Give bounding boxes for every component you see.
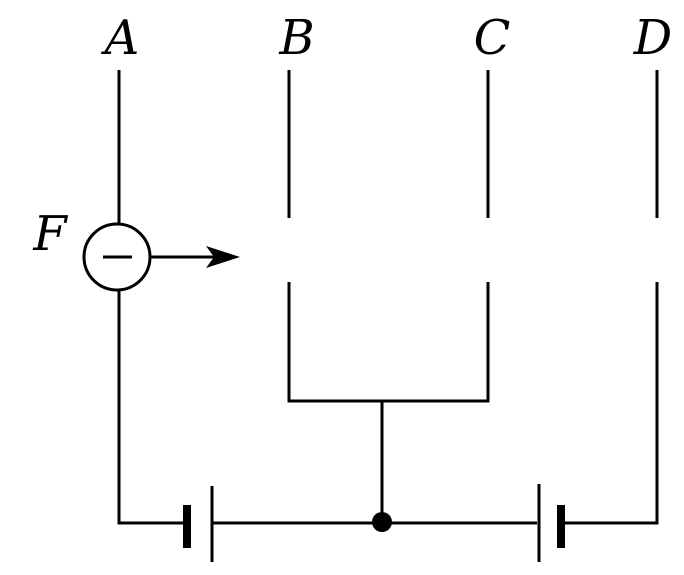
battery-right-short-plate bbox=[557, 505, 565, 548]
label-source-f: F bbox=[32, 206, 68, 262]
label-plate-c: C bbox=[474, 10, 511, 66]
battery-left-short-plate bbox=[183, 505, 191, 548]
label-plate-b: B bbox=[278, 10, 314, 66]
junction-dot bbox=[372, 512, 392, 532]
label-plate-a: A bbox=[101, 10, 140, 66]
arrow-right-icon bbox=[206, 246, 240, 268]
label-plate-d: D bbox=[633, 10, 672, 66]
